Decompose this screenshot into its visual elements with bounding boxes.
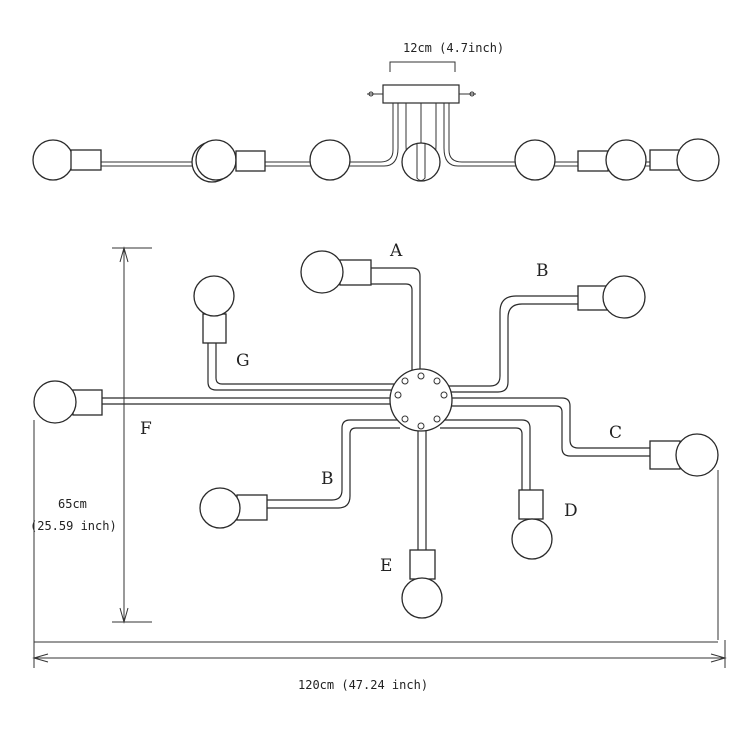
- label-g: G: [236, 351, 250, 371]
- arm-b-top: [433, 295, 580, 387]
- arm-g: [207, 342, 400, 391]
- bulb-side-6: [676, 138, 720, 182]
- bulb-b-bottom: [199, 487, 241, 529]
- plan-view: A B G F C D E: [33, 241, 719, 619]
- canopy-side: [382, 84, 460, 104]
- label-f: F: [140, 419, 152, 439]
- socket-b-top: [577, 285, 608, 311]
- bulb-c: [675, 433, 719, 477]
- socket-f: [72, 389, 103, 416]
- bulb-side-center: [401, 142, 441, 182]
- height-label-imperial: (25.59 inch): [30, 519, 117, 533]
- bulb-g: [193, 275, 235, 317]
- label-b-bottom: B: [321, 469, 334, 489]
- arm-d: [440, 419, 531, 492]
- width-label: 120cm (47.24 inch): [298, 678, 428, 692]
- arm-b-bottom: [266, 419, 400, 501]
- rod-left-outer: [100, 103, 394, 163]
- socket-side-1: [70, 149, 102, 171]
- bulb-b-top: [602, 275, 646, 319]
- socket-side-5: [577, 150, 609, 172]
- label-d: D: [564, 501, 578, 521]
- bulb-e: [401, 577, 443, 619]
- height-arrow-bottom: [119, 607, 129, 624]
- bulb-d: [511, 518, 553, 560]
- rod-right-inner: [443, 103, 652, 167]
- label-b-top: B: [536, 261, 549, 281]
- canopy-width-bracket: [389, 61, 456, 72]
- socket-a: [339, 259, 372, 286]
- socket-side-2: [235, 150, 266, 172]
- canopy-width-label: 12cm (4.7inch): [403, 41, 504, 55]
- canopy-holes: [394, 372, 448, 430]
- socket-g: [202, 313, 227, 344]
- bulb-a: [300, 250, 344, 294]
- label-e: E: [380, 556, 392, 576]
- socket-side-6: [649, 149, 681, 171]
- bulb-side-1: [32, 139, 74, 181]
- width-arrow-right: [710, 653, 727, 663]
- height-label-metric: 65cm: [58, 497, 87, 511]
- arm-c: [452, 397, 652, 449]
- height-arrow-top: [119, 246, 129, 263]
- socket-b-bottom: [236, 494, 268, 521]
- width-arrow-left: [32, 653, 49, 663]
- bulb-side-3: [309, 139, 351, 181]
- bulb-side-4: [514, 139, 556, 181]
- bulb-f: [33, 380, 77, 424]
- bulb-side-5: [605, 139, 647, 181]
- label-c: C: [609, 423, 622, 443]
- side-view: 12cm (4.7inch): [32, 41, 720, 183]
- canopy-plan: [389, 368, 453, 432]
- socket-c: [649, 440, 681, 470]
- bulb-side-2: [195, 139, 237, 181]
- rod-left-inner: [100, 103, 399, 167]
- socket-d: [518, 489, 544, 520]
- arm-a: [370, 267, 421, 372]
- dimension-lines: 65cm (25.59 inch) 120cm (47.24 inch): [30, 246, 727, 692]
- label-a: A: [389, 241, 403, 261]
- rod-right-outer: [448, 103, 652, 163]
- socket-e: [409, 549, 436, 580]
